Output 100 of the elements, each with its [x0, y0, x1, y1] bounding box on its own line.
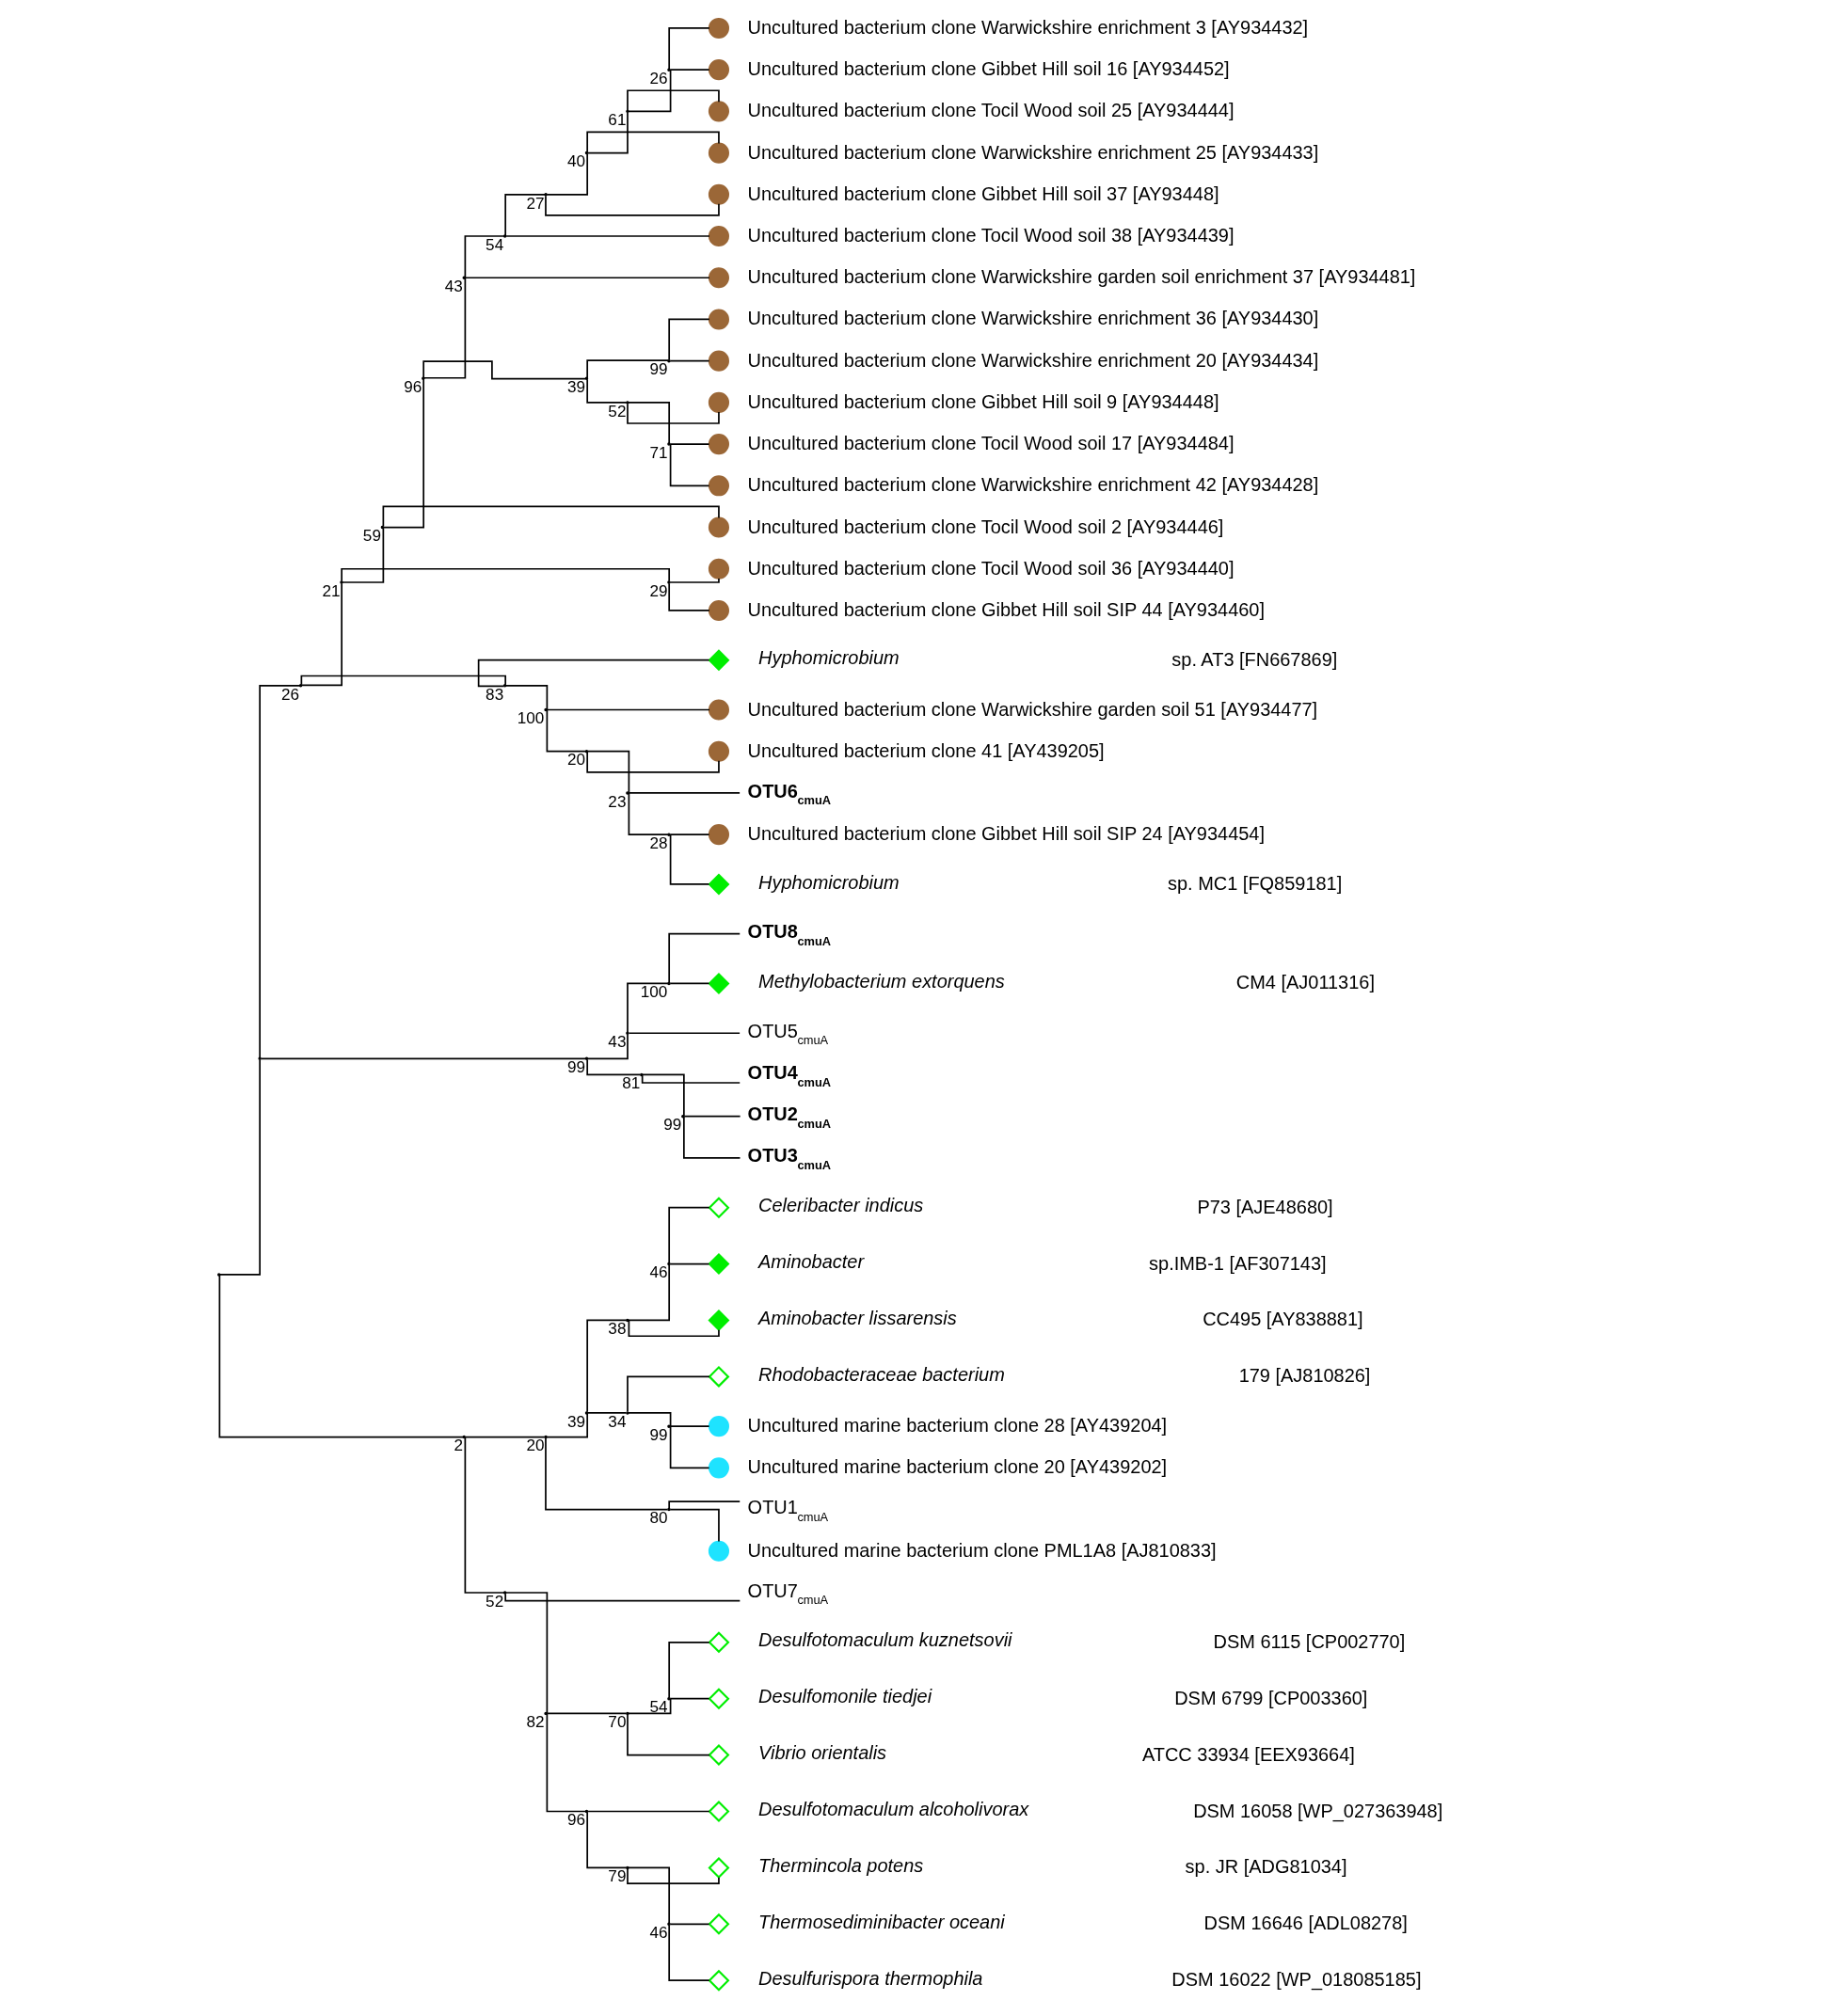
node-label: 38	[608, 1320, 627, 1339]
node-label: Uncultured bacterium clone Gibbet Hill soil 16 [AY934452]	[747, 58, 1230, 80]
node-label: 39	[566, 1412, 585, 1431]
node-label: 96	[566, 1811, 585, 1830]
node-label: 23	[608, 792, 627, 811]
node-circle	[708, 350, 729, 372]
node-diamond	[708, 1631, 730, 1654]
connector	[587, 1810, 710, 1813]
node-circle	[708, 101, 729, 122]
node-label: 43	[444, 277, 463, 295]
node-circle	[708, 142, 729, 164]
node-label: 100	[640, 983, 668, 1002]
node-label: Uncultured marine bacterium clone PML1A8 [AJ810833]	[747, 1539, 1217, 1561]
connector	[627, 1375, 710, 1413]
connector	[668, 27, 710, 70]
node-point	[667, 1262, 671, 1266]
node-diamond	[708, 1253, 730, 1276]
node-point	[380, 525, 385, 530]
connector	[505, 235, 710, 237]
node-label: Desulfurispora thermophila DSM 16022 [WP_018085185]	[758, 1967, 1422, 1991]
node-diamond	[708, 972, 730, 994]
node-circle	[708, 516, 729, 538]
connector	[627, 1867, 720, 1885]
connector	[628, 792, 741, 794]
node-text: OTU3$_{cmuA}$	[747, 1145, 832, 1172]
node-diamond	[708, 1309, 730, 1331]
node-point	[626, 1865, 629, 1870]
node-label: 82	[526, 1713, 545, 1732]
node-text: OTU7$_{cmuA}$	[747, 1579, 829, 1608]
node-label: 20	[566, 751, 585, 770]
node-circle	[708, 434, 729, 455]
node-point	[340, 580, 343, 584]
connector	[641, 1074, 741, 1084]
node-label: 83	[486, 685, 504, 704]
node-circle	[708, 1540, 729, 1562]
node-point	[544, 1711, 548, 1716]
node-circle	[708, 183, 729, 205]
node-label: Uncultured bacterium clone Warwickshire garden soil 51 [AY934477]	[747, 698, 1318, 720]
node-label: 39	[566, 377, 585, 396]
node-point	[584, 151, 589, 155]
connector	[669, 69, 710, 71]
node-circle	[708, 309, 729, 330]
node-label: Hyphomicrobium sp. AT3 [FN667869]	[758, 647, 1338, 670]
node-circle	[708, 225, 729, 247]
node-label: Uncultured marine bacterium clone 28 [AY439204]	[747, 1415, 1168, 1437]
node-diamond	[708, 1197, 730, 1219]
node-label: 20	[526, 1437, 545, 1455]
node-label: 43	[608, 1032, 627, 1051]
node-label: 59	[362, 527, 381, 546]
node-text: OTU1$_{cmuA}$	[747, 1497, 829, 1524]
node-point	[667, 1696, 671, 1701]
node-diamond	[708, 649, 730, 672]
node-text: OTU6$_{cmuA}$	[747, 780, 832, 807]
node-diamond	[708, 873, 730, 896]
node-point	[626, 1318, 629, 1323]
node-circle	[708, 558, 729, 579]
node-circle	[708, 1416, 729, 1437]
node-circle	[708, 599, 729, 621]
node-point	[502, 1591, 507, 1595]
node-text: OTU8$_{cmuA}$	[747, 921, 832, 948]
node-label: Uncultured marine bacterium clone 20 [AY439202]	[747, 1456, 1168, 1478]
node-point	[667, 442, 671, 446]
node-label: 46	[649, 1924, 668, 1943]
node-point	[422, 376, 425, 380]
node-label: Uncultured bacterium clone Warwickshire enrichment 36 [AY934430]	[747, 308, 1319, 329]
node-diamond	[708, 1913, 730, 1935]
node-label: 81	[622, 1074, 641, 1093]
node-label: 99	[566, 1058, 585, 1077]
connector	[628, 1412, 672, 1427]
node-point	[626, 401, 629, 405]
node-point	[626, 791, 629, 795]
node-label: Uncultured bacterium clone Tocil Wood soil 2 [AY934446]	[747, 516, 1224, 537]
node-diamond	[708, 1801, 730, 1822]
node-point	[667, 981, 671, 986]
connector	[586, 750, 630, 794]
node-label: 71	[649, 443, 668, 462]
node-point	[667, 358, 671, 363]
node-label: Uncultured bacterium clone Gibbet Hill soil SIP 24 [AY934454]	[747, 823, 1265, 845]
node-point	[217, 1273, 221, 1277]
node-label: 61	[608, 111, 627, 130]
node-circle	[708, 59, 729, 81]
node-label: 46	[649, 1263, 668, 1282]
connector	[669, 1425, 710, 1427]
node-point	[584, 376, 589, 380]
connector	[477, 659, 710, 688]
node-circle	[708, 267, 729, 289]
node-point	[298, 684, 303, 688]
node-label: Aminobacter lissarensis CC495 [AY838881]	[758, 1308, 1363, 1330]
node-point	[667, 580, 671, 584]
node-circle	[708, 824, 729, 846]
node-label: Vibrio orientalis ATCC 33934 [EEX93664]	[758, 1742, 1355, 1765]
node-point	[584, 1411, 589, 1415]
connector	[586, 751, 720, 773]
node-label: Uncultured bacterium clone Warwickshire enrichment 42 [AY934428]	[747, 474, 1319, 496]
node-label: Desulfotomaculum alcoholivorax DSM 16058 [WP_027363948]	[758, 1799, 1443, 1821]
node-label: 26	[281, 685, 300, 704]
node-label: 54	[486, 235, 504, 254]
node-label: Uncultured bacterium clone Tocil Wood soil 25 [AY934444]	[747, 100, 1235, 121]
node-circle	[708, 391, 729, 413]
connector	[259, 684, 301, 1059]
